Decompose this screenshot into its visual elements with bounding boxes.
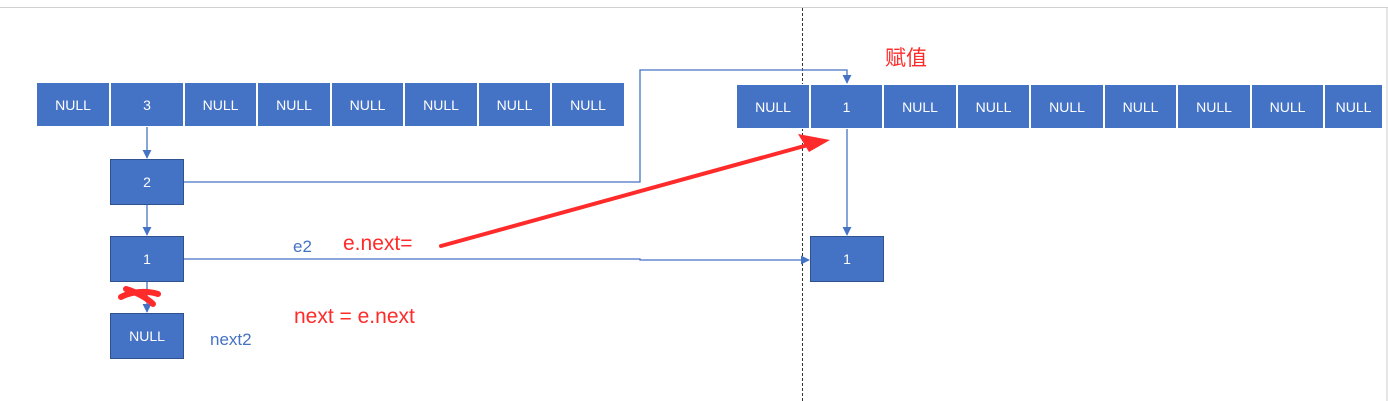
right-scroll-edge bbox=[1386, 8, 1388, 401]
left-bucket-2: NULL bbox=[184, 82, 257, 127]
right-bucket-6: NULL bbox=[1177, 84, 1251, 129]
right-bucket-3: NULL bbox=[957, 84, 1030, 129]
right-bucket-4: NULL bbox=[1030, 84, 1104, 129]
right-bucket-5: NULL bbox=[1104, 84, 1177, 129]
left-bucket-4: NULL bbox=[331, 82, 404, 127]
red-arrow-head bbox=[798, 134, 830, 152]
label-e2: e2 bbox=[293, 237, 312, 256]
left-bucket-0: NULL bbox=[36, 82, 110, 127]
left-node-null: NULL bbox=[110, 313, 184, 359]
left-bucket-7: NULL bbox=[551, 82, 625, 127]
arrow-node-2-to-right-bucket bbox=[184, 69, 852, 183]
label-enext-assign: e.next= bbox=[343, 232, 413, 255]
left-bucket-3: NULL bbox=[257, 82, 331, 127]
right-bucket-8: NULL bbox=[1324, 84, 1383, 129]
arrow-node-1-to-right-node bbox=[184, 255, 810, 265]
top-border bbox=[0, 7, 1388, 8]
label-next-eq: next = e.next bbox=[294, 305, 415, 328]
label-assign: 赋值 bbox=[885, 47, 927, 70]
left-bucket-5: NULL bbox=[404, 82, 478, 127]
right-bucket-0: NULL bbox=[736, 84, 810, 129]
red-arrow-shaft bbox=[439, 143, 810, 248]
right-bucket-7: NULL bbox=[1251, 84, 1324, 129]
dashed-divider bbox=[802, 8, 803, 401]
left-node-1: 1 bbox=[110, 236, 184, 282]
right-node-1: 1 bbox=[810, 236, 884, 282]
left-node-2: 2 bbox=[110, 159, 184, 205]
right-bucket-1: 1 bbox=[810, 84, 883, 129]
left-bucket-6: NULL bbox=[478, 82, 551, 127]
right-bucket-2: NULL bbox=[883, 84, 957, 129]
label-next2: next2 bbox=[210, 330, 252, 349]
red-cross-mark bbox=[118, 286, 161, 307]
left-bucket-1: 3 bbox=[110, 82, 184, 127]
